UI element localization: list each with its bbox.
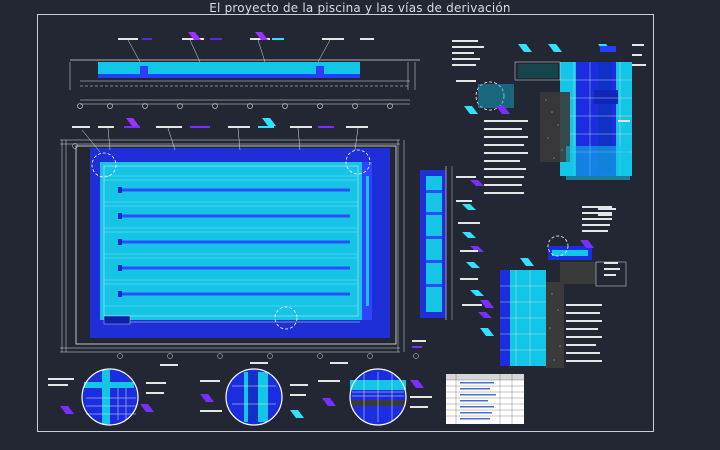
- detail-circle-b[interactable]: [200, 368, 308, 426]
- detail-circle-c[interactable]: [318, 368, 432, 426]
- edge-detail-top[interactable]: [452, 40, 646, 232]
- pool-plan[interactable]: [60, 118, 426, 366]
- edge-detail-bottom[interactable]: [480, 235, 627, 368]
- longitudinal-section: [69, 32, 420, 109]
- detail-circle-a[interactable]: [48, 368, 166, 426]
- notes-block: [456, 80, 630, 216]
- drawing-title: El proyecto de la piscina y las vías de …: [209, 1, 511, 15]
- sheet-frame: [37, 14, 654, 432]
- transverse-section[interactable]: [420, 166, 492, 320]
- materials-table[interactable]: [446, 374, 524, 424]
